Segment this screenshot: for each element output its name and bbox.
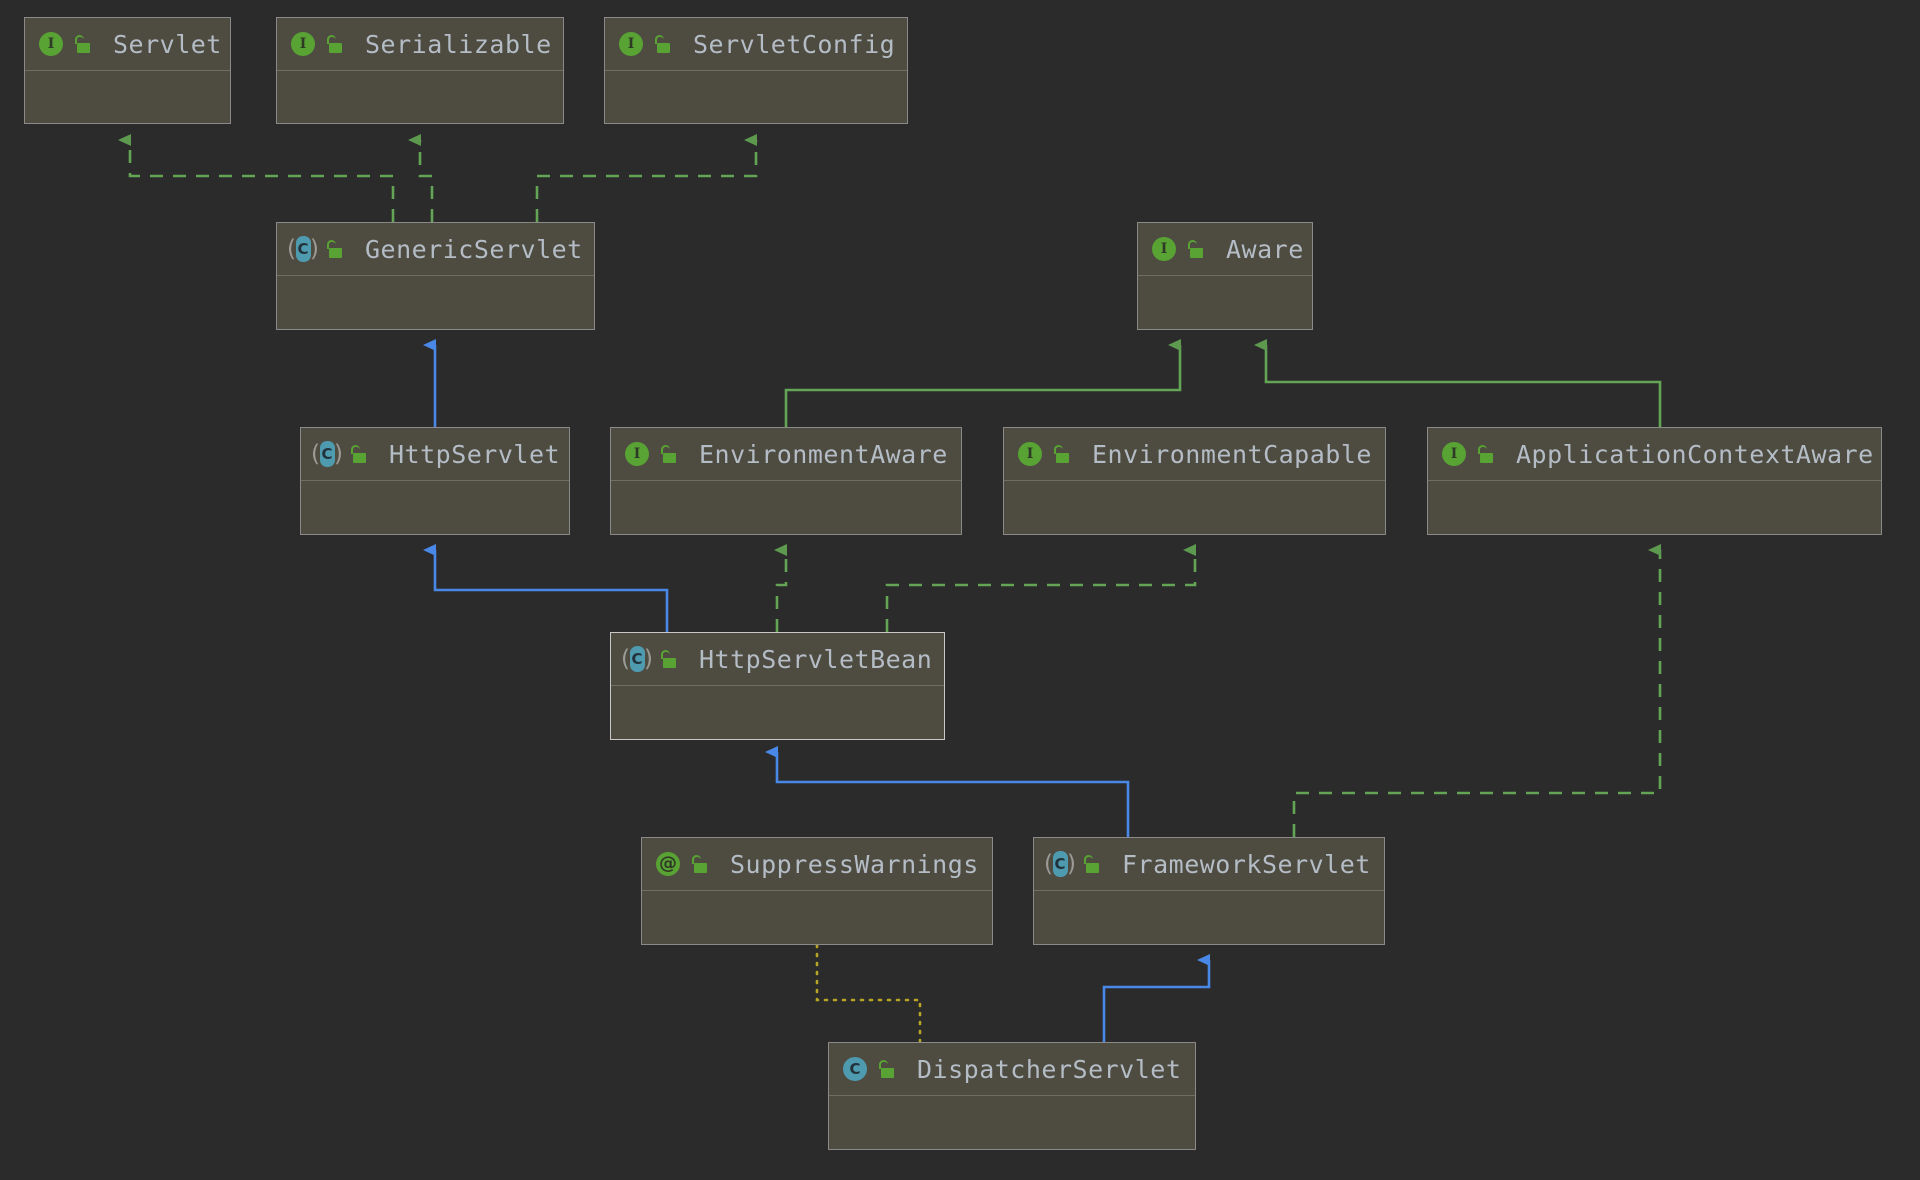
node-header: ( C) HttpServletBean <box>611 633 944 686</box>
public-lock-icon <box>1052 443 1074 465</box>
node-header: @ SuppressWarnings <box>642 838 992 891</box>
node-title: FrameworkServlet <box>1122 849 1371 879</box>
interface-icon: I <box>1015 439 1045 469</box>
interface-icon: I <box>616 29 646 59</box>
interface-icon: I <box>1149 234 1179 264</box>
node-header: I EnvironmentCapable <box>1004 428 1385 481</box>
public-lock-icon <box>877 1058 899 1080</box>
node-members-area <box>301 481 569 534</box>
class-icon: C <box>840 1054 870 1084</box>
node-members-area <box>611 686 944 739</box>
public-lock-icon <box>73 33 95 55</box>
uml-node-dispatcherservlet[interactable]: C DispatcherServlet <box>828 1042 1196 1150</box>
node-members-area <box>642 891 992 944</box>
node-header: ( C) GenericServlet <box>277 223 594 276</box>
abstract-class-icon: ( C) <box>621 646 653 672</box>
uml-node-environmentaware[interactable]: I EnvironmentAware <box>610 427 962 535</box>
node-members-area <box>605 71 907 123</box>
uml-node-servletconfig[interactable]: I ServletConfig <box>604 17 908 124</box>
node-members-area <box>1034 891 1384 944</box>
node-title: ApplicationContextAware <box>1516 439 1874 469</box>
node-title: SuppressWarnings <box>730 849 979 879</box>
interface-icon: I <box>288 29 318 59</box>
node-members-area <box>277 276 594 329</box>
edge-environmentaware-to-aware <box>784 339 1182 427</box>
node-header: ( C) HttpServlet <box>301 428 569 481</box>
node-header: I Servlet <box>25 18 230 71</box>
edge-genericservlet-to-servletconfig <box>535 134 758 222</box>
edge-httpservletbean-to-environmentaware <box>774 544 788 632</box>
interface-icon: I <box>622 439 652 469</box>
public-lock-icon <box>349 443 371 465</box>
abstract-class-icon: ( C) <box>287 236 319 262</box>
node-header: C DispatcherServlet <box>829 1043 1195 1096</box>
uml-node-aware[interactable]: I Aware <box>1137 222 1313 330</box>
edge-genericservlet-to-serializable <box>408 134 434 222</box>
node-title: GenericServlet <box>365 234 583 264</box>
uml-node-genericservlet[interactable]: ( C) GenericServlet <box>276 222 595 330</box>
node-title: Aware <box>1226 234 1304 264</box>
node-members-area <box>1138 276 1312 329</box>
edge-frameworkservlet-to-httpservletbean <box>765 746 1130 837</box>
node-members-area <box>829 1096 1195 1149</box>
public-lock-icon <box>1186 238 1208 260</box>
node-title: EnvironmentCapable <box>1092 439 1372 469</box>
edge-dispatcherservlet-to-frameworkservlet <box>1102 954 1211 1042</box>
node-title: EnvironmentAware <box>699 439 948 469</box>
node-title: HttpServletBean <box>699 644 933 674</box>
node-header: I ApplicationContextAware <box>1428 428 1881 481</box>
node-members-area <box>1004 481 1385 534</box>
edge-genericservlet-to-servlet <box>118 134 395 222</box>
node-header: I EnvironmentAware <box>611 428 961 481</box>
uml-node-httpservletbean[interactable]: ( C) HttpServletBean <box>610 632 945 740</box>
node-members-area <box>1428 481 1881 534</box>
uml-node-serializable[interactable]: I Serializable <box>276 17 564 124</box>
node-title: HttpServlet <box>389 439 561 469</box>
edge-httpservletbean-to-environmentcapable <box>885 544 1197 632</box>
edge-dispatcherservlet-to-suppresswarnings <box>815 943 922 1044</box>
uml-node-suppresswarnings[interactable]: @ SuppressWarnings <box>641 837 993 945</box>
public-lock-icon <box>653 33 675 55</box>
public-lock-icon <box>690 853 712 875</box>
uml-node-frameworkservlet[interactable]: ( C) FrameworkServlet <box>1033 837 1385 945</box>
annotation-icon: @ <box>653 849 683 879</box>
node-title: DispatcherServlet <box>917 1054 1182 1084</box>
node-header: I Serializable <box>277 18 563 71</box>
node-title: Serializable <box>365 29 552 59</box>
public-lock-icon <box>659 648 681 670</box>
public-lock-icon <box>1476 443 1498 465</box>
edge-httpservletbean-to-httpservlet <box>423 544 669 632</box>
uml-node-httpservlet[interactable]: ( C) HttpServlet <box>300 427 570 535</box>
uml-node-applicationcontextaware[interactable]: I ApplicationContextAware <box>1427 427 1882 535</box>
interface-icon: I <box>1439 439 1469 469</box>
node-title: Servlet <box>113 29 222 59</box>
abstract-class-icon: ( C) <box>311 441 343 467</box>
abstract-class-icon: ( C) <box>1044 851 1076 877</box>
public-lock-icon <box>325 33 347 55</box>
public-lock-icon <box>325 238 347 260</box>
node-title: ServletConfig <box>693 29 896 59</box>
edge-frameworkservlet-to-applicationcontextaware <box>1292 544 1662 837</box>
node-members-area <box>277 71 563 123</box>
public-lock-icon <box>659 443 681 465</box>
node-header: I ServletConfig <box>605 18 907 71</box>
uml-node-environmentcapable[interactable]: I EnvironmentCapable <box>1003 427 1386 535</box>
node-members-area <box>611 481 961 534</box>
edge-applicationcontextaware-to-aware <box>1254 339 1662 427</box>
public-lock-icon <box>1082 853 1104 875</box>
node-header: I Aware <box>1138 223 1312 276</box>
uml-node-servlet[interactable]: I Servlet <box>24 17 231 124</box>
node-members-area <box>25 71 230 123</box>
node-header: ( C) FrameworkServlet <box>1034 838 1384 891</box>
interface-icon: I <box>36 29 66 59</box>
